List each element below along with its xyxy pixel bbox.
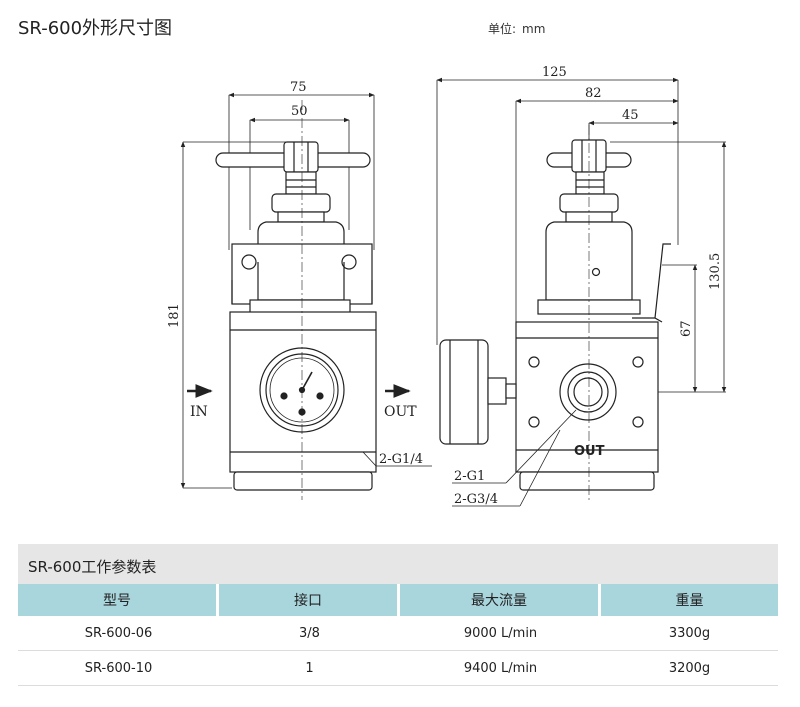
port-label-side-1: 2-G1	[454, 469, 485, 484]
cell-max-flow: 9000 L/min	[400, 616, 601, 651]
dim-45: 45	[622, 108, 639, 123]
parameters-table: 型号 接口 最大流量 重量 SR-600-06 3/8 9000 L/min 3…	[18, 584, 778, 686]
parameters-table-section: SR-600工作参数表 型号 接口 最大流量 重量 SR-600-06 3/8 …	[18, 544, 778, 686]
dimension-drawing: 75 50 181	[167, 65, 727, 507]
front-view: 75 50 181	[167, 80, 432, 500]
table-header-row: 型号 接口 最大流量 重量	[18, 584, 778, 616]
in-label: IN	[190, 404, 208, 420]
unit-label: 单位:	[488, 22, 517, 36]
side-view: 125 82 45 130.5 67	[436, 65, 727, 507]
dim-130-5: 130.5	[708, 253, 723, 290]
cell-max-flow: 9400 L/min	[400, 651, 601, 686]
out-label: OUT	[384, 404, 417, 420]
dim-125: 125	[542, 65, 567, 80]
table-title: SR-600工作参数表	[18, 544, 778, 584]
unit-value: mm	[522, 22, 546, 36]
cell-weight: 3200g	[601, 651, 778, 686]
header-model: 型号	[18, 584, 219, 616]
header-max-flow: 最大流量	[400, 584, 601, 616]
out-label-side: OUT	[574, 444, 605, 459]
cell-model: SR-600-10	[18, 651, 219, 686]
page-title: SR-600外形尺寸图	[18, 18, 173, 39]
header-port: 接口	[219, 584, 400, 616]
dim-67: 67	[679, 320, 694, 337]
cell-model: SR-600-06	[18, 616, 219, 651]
header-weight: 重量	[601, 584, 778, 616]
dim-50: 50	[291, 104, 308, 119]
table-row: SR-600-10 1 9400 L/min 3200g	[18, 651, 778, 686]
dim-82: 82	[585, 86, 602, 101]
dim-181: 181	[167, 303, 182, 328]
cell-port: 1	[219, 651, 400, 686]
table-row: SR-600-06 3/8 9000 L/min 3300g	[18, 616, 778, 651]
cell-weight: 3300g	[601, 616, 778, 651]
port-label-side-2: 2-G3/4	[454, 492, 498, 507]
port-label-front: 2-G1/4	[379, 452, 423, 467]
dim-75: 75	[290, 80, 307, 95]
cell-port: 3/8	[219, 616, 400, 651]
unit-note: 单位: mm	[488, 20, 545, 37]
